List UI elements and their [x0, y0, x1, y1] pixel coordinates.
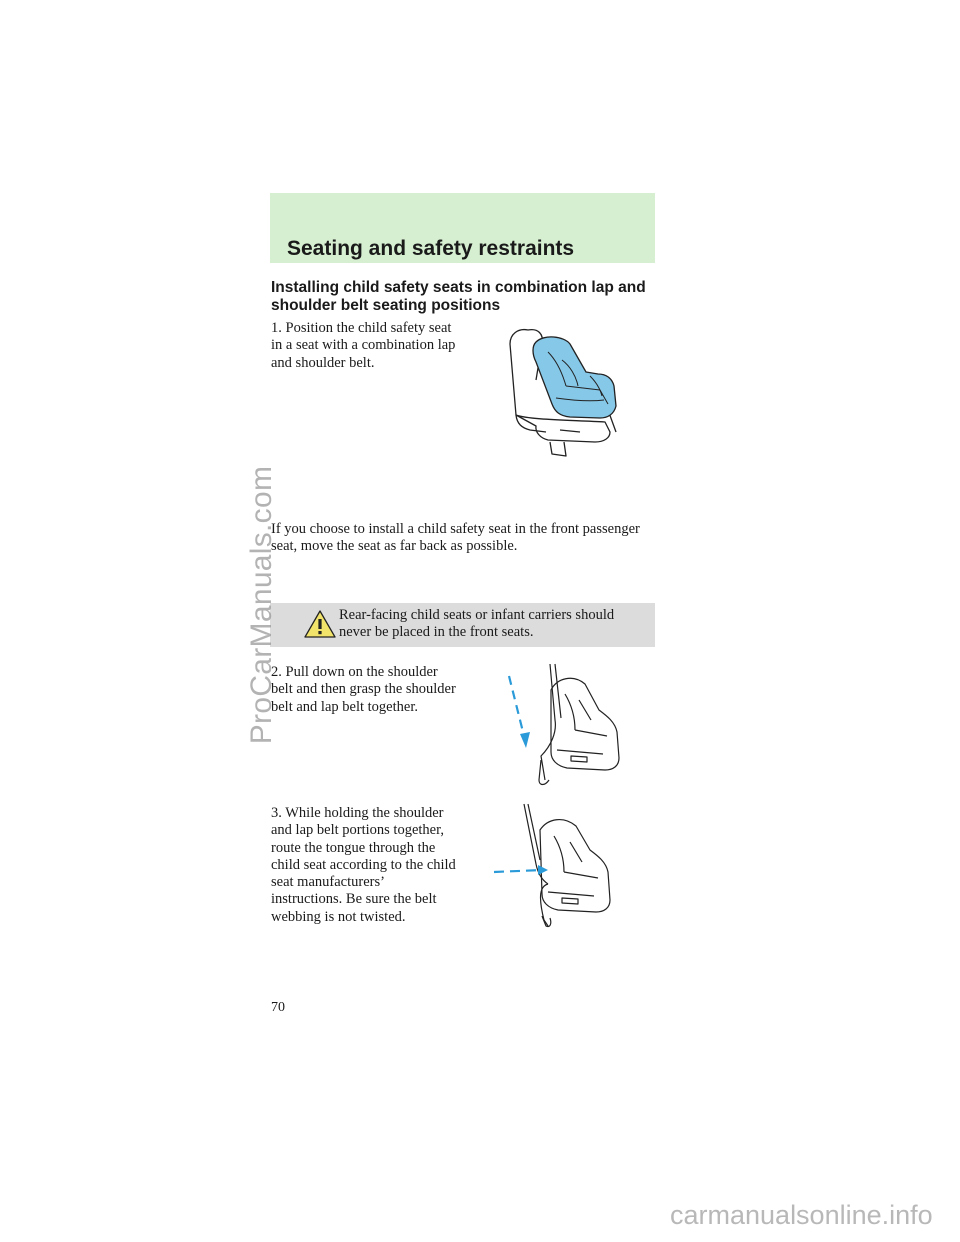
page-title: Seating and safety restraints — [287, 237, 575, 260]
child-seat-in-vehicle-seat-illustration — [509, 328, 617, 457]
step-2-text: 2. Pull down on the shoulder belt and th… — [271, 664, 456, 715]
section-heading: Installing child safety seats in combina… — [271, 279, 646, 314]
page-number: 70 — [271, 1000, 285, 1015]
warning-text: Rear-facing child seats or infant carrie… — [339, 607, 615, 641]
pull-shoulder-belt-illustration — [507, 663, 620, 786]
route-tongue-through-seat-illustration — [493, 803, 611, 928]
warning-box: Rear-facing child seats or infant carrie… — [270, 603, 655, 647]
step-1-text: 1. Position the child safety seat in a s… — [271, 320, 456, 371]
watermark-left-text: ProCarManuals.com — [245, 465, 278, 745]
front-seat-paragraph: If you choose to install a child safety … — [271, 521, 640, 555]
step-3-text: 3. While holding the shoulder and lap be… — [271, 805, 456, 925]
watermark-bottom: carmanualsonline.info — [670, 1200, 933, 1230]
section-header: Seating and safety restraints — [270, 193, 655, 263]
warning-triangle-icon — [304, 610, 336, 638]
